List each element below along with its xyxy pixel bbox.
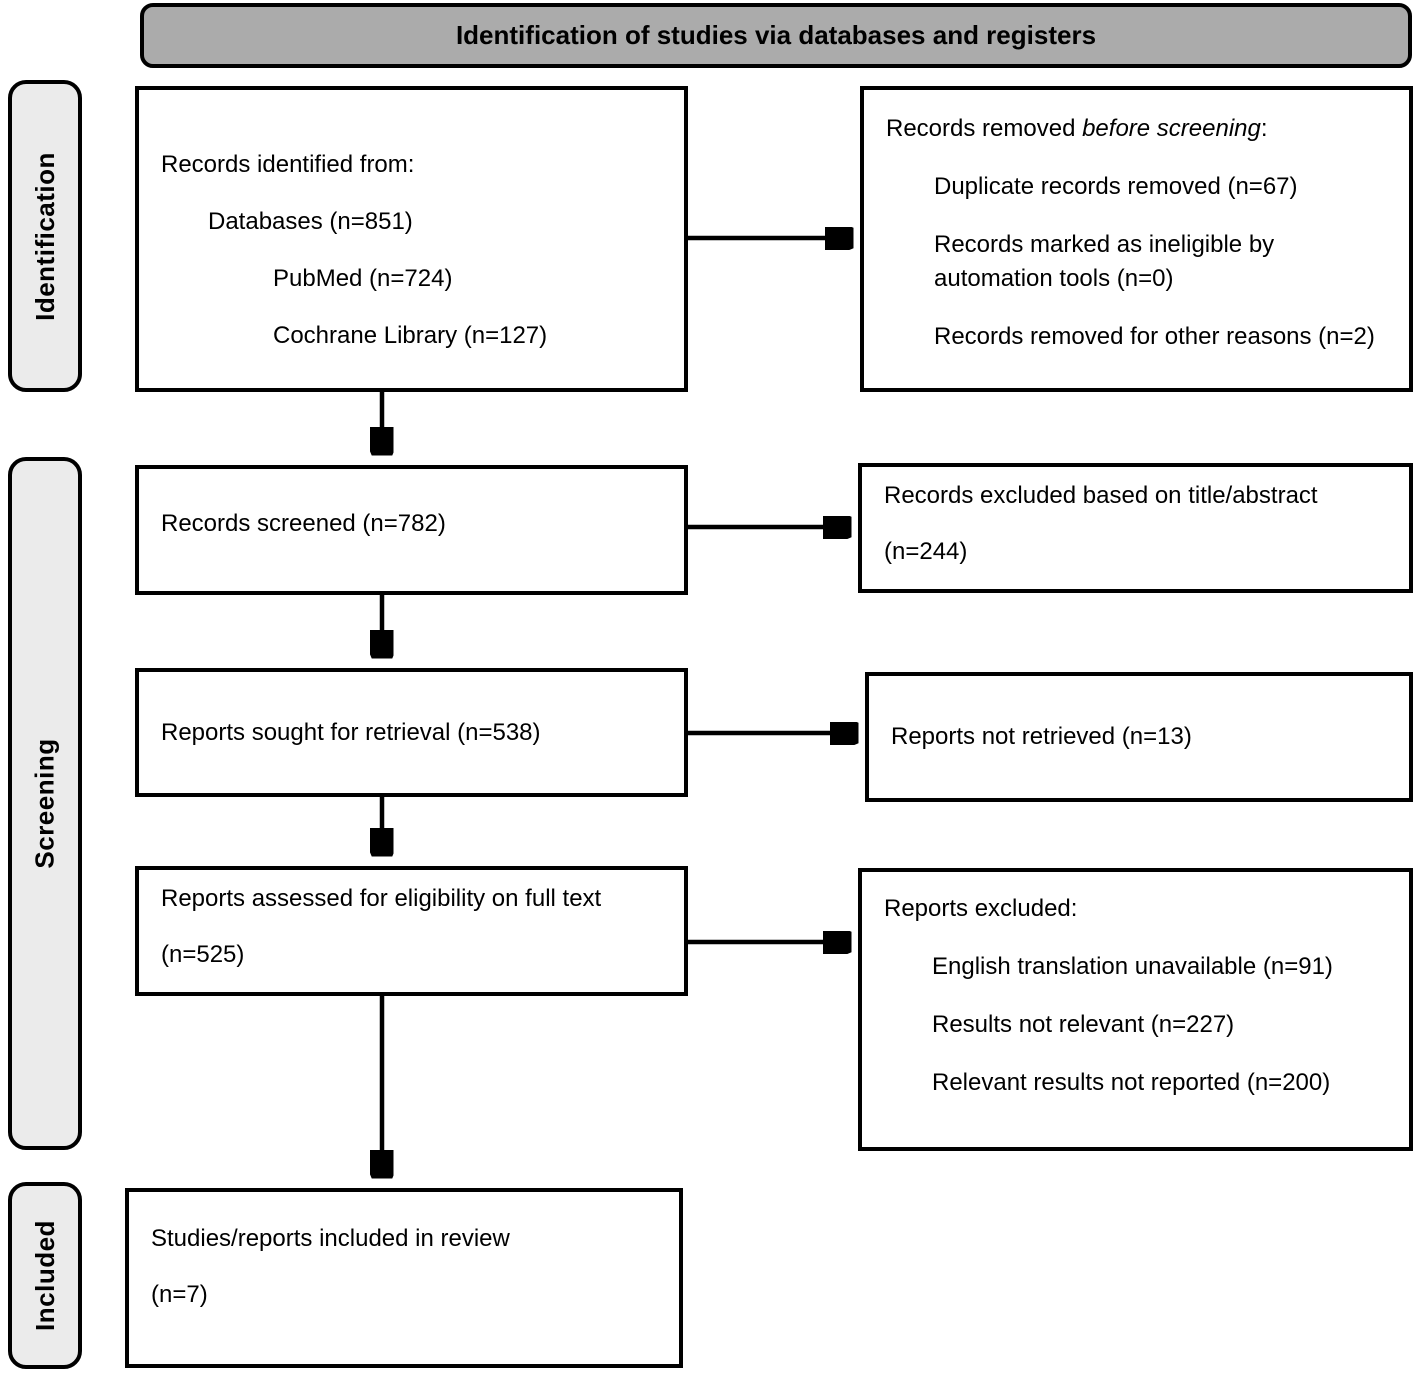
records-removed-heading: Records removed before screening: — [886, 115, 1268, 142]
flow-box-reports-assessed: Reports assessed for eligibility on full… — [135, 866, 688, 996]
flow-box-records-identified: Records identified from: Databases (n=85… — [135, 86, 688, 392]
reports-excluded-english: English translation unavailable (n=91) — [932, 953, 1333, 980]
stage-label-screening-text: Screening — [29, 738, 60, 869]
stage-label-screening: Screening — [8, 457, 82, 1150]
flow-box-reports-not-retrieved: Reports not retrieved (n=13) — [865, 672, 1413, 802]
records-removed-automation: Records marked as ineligible by automati… — [934, 231, 1275, 292]
records-identified-databases: Databases (n=851) — [208, 208, 413, 235]
records-identified-heading: Records identified from: — [161, 151, 415, 178]
flow-box-reports-sought: Reports sought for retrieval (n=538) — [135, 668, 688, 797]
flow-box-records-excluded: Records excluded based on title/abstract… — [858, 463, 1413, 593]
reports-assessed-count: (n=525) — [161, 941, 245, 968]
stage-label-identification-text: Identification — [29, 151, 60, 321]
studies-included-text: Studies/reports included in review — [151, 1225, 510, 1252]
records-identified-cochrane: Cochrane Library (n=127) — [273, 322, 548, 349]
flow-box-reports-excluded: Reports excluded: English translation un… — [858, 868, 1413, 1151]
records-excluded-text: Records excluded based on title/abstract — [884, 482, 1318, 509]
flow-box-records-removed: Records removed before screening: Duplic… — [860, 86, 1413, 392]
reports-excluded-not-reported: Relevant results not reported (n=200) — [932, 1069, 1331, 1096]
studies-included-count: (n=7) — [151, 1281, 208, 1308]
stage-label-included: Included — [8, 1182, 82, 1369]
flow-box-records-screened: Records screened (n=782) — [135, 465, 688, 595]
records-excluded-count: (n=244) — [884, 538, 968, 565]
records-screened-text: Records screened (n=782) — [161, 510, 446, 537]
diagram-title: Identification of studies via databases … — [140, 3, 1412, 68]
reports-excluded-not-relevant: Results not relevant (n=227) — [932, 1011, 1235, 1038]
reports-assessed-text: Reports assessed for eligibility on full… — [161, 885, 602, 912]
reports-sought-text: Reports sought for retrieval (n=538) — [161, 718, 541, 746]
records-removed-duplicates: Duplicate records removed (n=67) — [934, 173, 1298, 200]
records-identified-pubmed: PubMed (n=724) — [273, 265, 453, 292]
records-removed-other: Records removed for other reasons (n=2) — [934, 323, 1375, 350]
stage-label-identification: Identification — [8, 80, 82, 392]
before-screening-italic: before screening — [1082, 115, 1261, 142]
reports-not-retrieved-text: Reports not retrieved (n=13) — [891, 723, 1192, 750]
reports-excluded-heading: Reports excluded: — [884, 895, 1078, 922]
flow-box-studies-included: Studies/reports included in review (n=7) — [125, 1188, 683, 1368]
stage-label-included-text: Included — [29, 1220, 60, 1331]
